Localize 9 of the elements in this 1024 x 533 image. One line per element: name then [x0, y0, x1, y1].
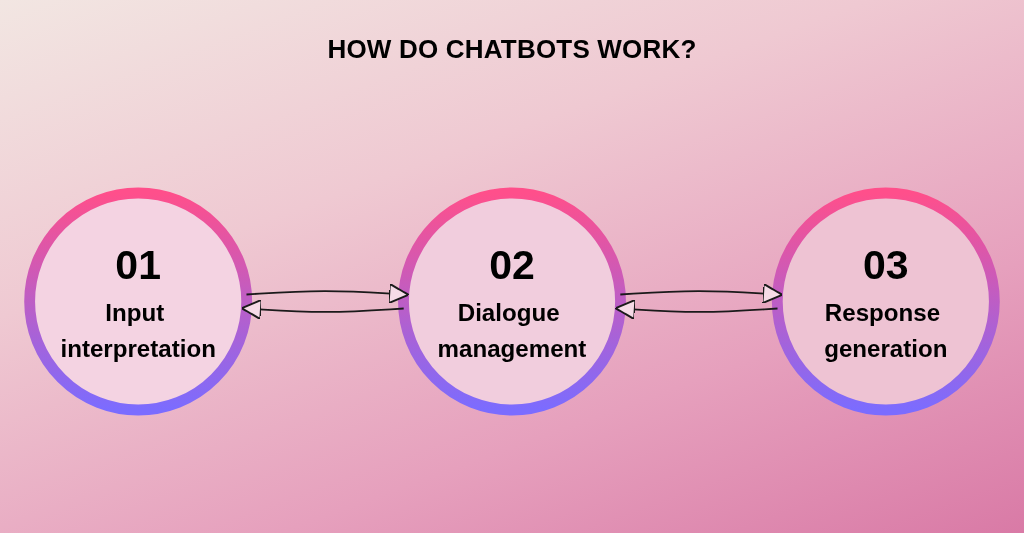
- title: HOW DO CHATBOTS WORK?: [327, 34, 697, 64]
- arrow: [619, 283, 784, 305]
- node-circle: [24, 187, 253, 416]
- arrow: [245, 283, 410, 305]
- arrow: [240, 298, 405, 320]
- arrow: [614, 298, 779, 320]
- node-circle: [398, 187, 626, 416]
- flowchart: 01 Input interpretation 02 Dialogue management 03 Response generation: [20, 90, 1004, 513]
- node-circle: [771, 187, 1000, 416]
